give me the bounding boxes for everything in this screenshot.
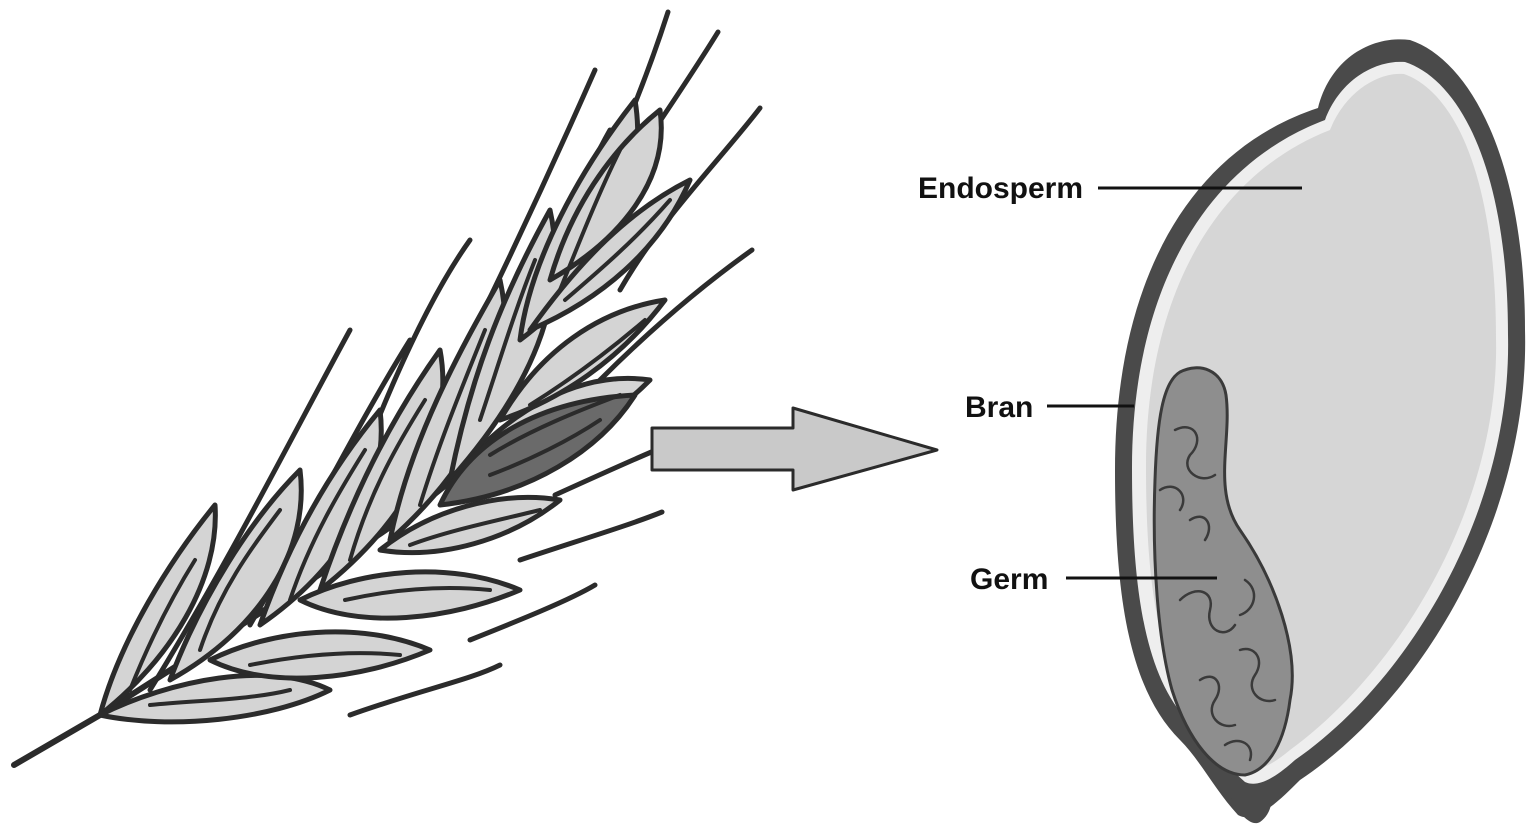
germ-label: Germ [970,563,1048,596]
wheat-kernel-cross-section [1115,39,1525,823]
right-arrow-icon [652,408,937,490]
endosperm-label: Endosperm [918,172,1083,205]
wheat-ear-icon [14,12,760,765]
bran-label: Bran [965,391,1033,424]
